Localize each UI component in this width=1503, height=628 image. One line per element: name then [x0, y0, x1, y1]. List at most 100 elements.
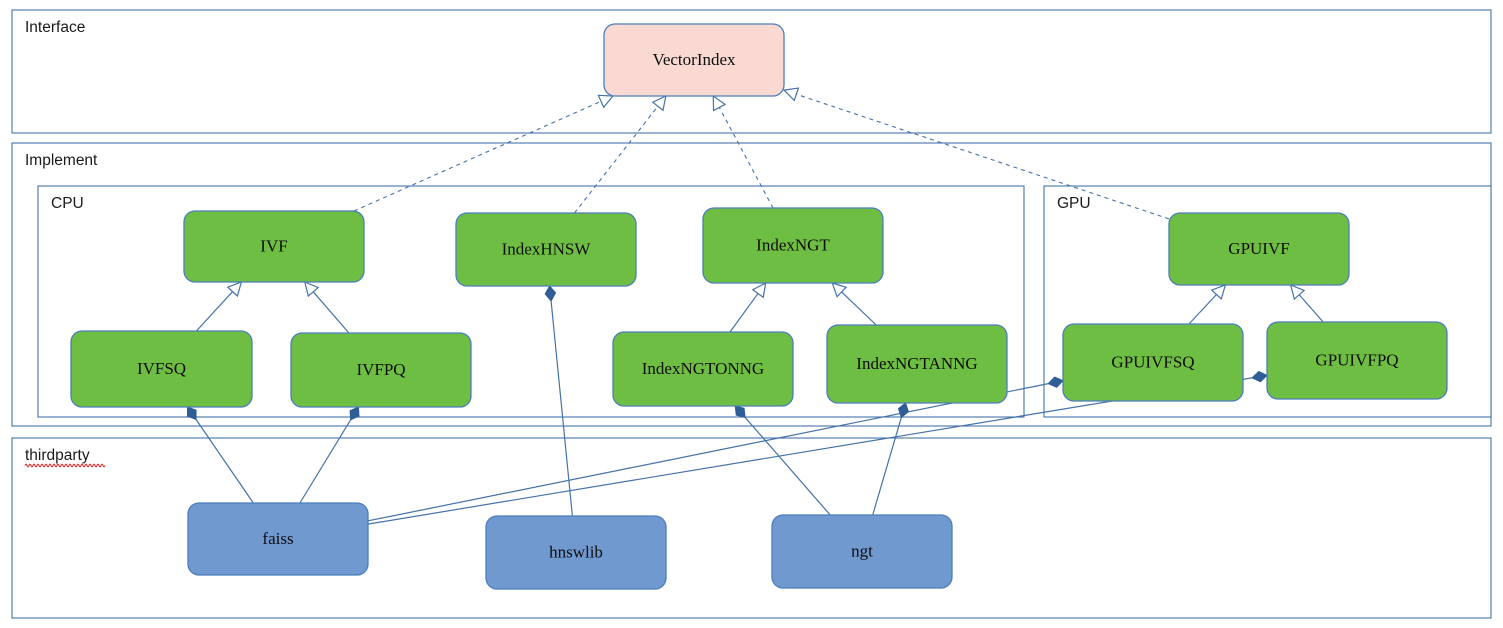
container-label-cpu: CPU — [51, 195, 84, 212]
node-box-ngt[interactable] — [771, 514, 953, 589]
edge-faiss-to-gpuivfsq — [367, 376, 1064, 522]
hollow-triangle-arrowhead-icon — [303, 280, 320, 298]
node-label-hnswlib: hnswlib — [549, 542, 603, 561]
edge-ivfsq-to-ivf — [195, 281, 243, 332]
edge-line-inheritance — [1298, 293, 1324, 323]
solid-diamond-arrowhead-icon — [1251, 370, 1268, 383]
node-indexngt[interactable]: IndexNGT — [702, 207, 884, 284]
node-label-gpuivfpq: GPUIVFPQ — [1315, 350, 1398, 369]
node-ivfsq[interactable]: IVFSQ — [70, 330, 253, 408]
edge-line-realization — [718, 106, 774, 209]
solid-diamond-arrowhead-icon — [349, 406, 360, 421]
edge-faiss-to-ivfsq — [186, 406, 254, 504]
hollow-triangle-arrowhead-icon — [597, 94, 615, 109]
node-box-gpuivf[interactable] — [1168, 212, 1350, 286]
node-label-faiss: faiss — [262, 529, 293, 548]
edge-gpuivfpq-to-gpuivf — [1289, 283, 1324, 323]
node-indexhnsw[interactable]: IndexHNSW — [455, 212, 637, 287]
edge-line-inheritance — [729, 292, 760, 333]
node-box-gpuivfsq[interactable] — [1062, 323, 1244, 402]
edge-gpuivfsq-to-gpuivf — [1188, 284, 1227, 325]
node-gpuivf[interactable]: GPUIVF — [1168, 212, 1350, 286]
solid-diamond-arrowhead-icon — [544, 285, 557, 302]
node-label-indexhnsw: IndexHNSW — [502, 239, 592, 258]
hollow-triangle-arrowhead-icon — [831, 282, 848, 298]
container-label-implement: Implement — [25, 152, 98, 169]
node-box-faiss[interactable] — [187, 502, 369, 576]
node-label-indexngtanng: IndexNGTANNG — [856, 354, 977, 373]
node-label-ngt: ngt — [851, 541, 873, 560]
solid-diamond-arrowhead-icon — [897, 402, 910, 419]
hollow-triangle-arrowhead-icon — [651, 94, 667, 112]
node-gpuivfsq[interactable]: GPUIVFSQ — [1062, 323, 1244, 402]
solid-diamond-arrowhead-icon — [186, 406, 197, 421]
edge-line-realization — [795, 93, 1170, 220]
hollow-triangle-arrowhead-icon — [782, 87, 800, 102]
node-label-indexngt: IndexNGT — [756, 235, 830, 254]
node-box-ivfpq[interactable] — [290, 332, 472, 408]
hollow-triangle-arrowhead-icon — [1289, 283, 1306, 301]
edge-line-realization — [574, 105, 659, 214]
node-box-indexngtonng[interactable] — [612, 331, 794, 407]
node-label-ivf: IVF — [260, 236, 287, 255]
edge-faiss-to-ivfpq — [299, 406, 360, 504]
node-gpuivfpq[interactable]: GPUIVFPQ — [1266, 321, 1448, 400]
node-hnswlib[interactable]: hnswlib — [485, 515, 667, 590]
node-indexngtanng[interactable]: IndexNGTANNG — [826, 324, 1008, 404]
node-box-indexngtanng[interactable] — [826, 324, 1008, 404]
edge-gpuivf-to-vectorindex — [782, 87, 1170, 220]
container-label-thirdparty: thirdparty — [25, 447, 90, 464]
edge-line-composition — [550, 298, 573, 517]
edge-line-inheritance — [195, 290, 234, 332]
node-label-gpuivf: GPUIVF — [1228, 239, 1289, 258]
annotations-layer — [24, 463, 106, 468]
node-ivfpq[interactable]: IVFPQ — [290, 332, 472, 408]
edge-ngt-to-indexngtanng — [872, 402, 910, 516]
edge-line-composition — [367, 382, 1051, 522]
container-label-interface: Interface — [25, 19, 85, 36]
edge-ivf-to-vectorindex — [353, 94, 615, 212]
edge-line-composition — [194, 417, 254, 504]
edge-hnswlib-to-indexhnsw — [544, 285, 573, 517]
node-box-ivfsq[interactable] — [70, 330, 253, 408]
edge-ngt-to-indexngtonng — [734, 405, 831, 516]
node-label-ivfpq: IVFPQ — [356, 360, 405, 379]
node-box-ivf[interactable] — [183, 210, 365, 283]
node-label-gpuivfsq: GPUIVFSQ — [1111, 352, 1194, 371]
node-box-indexngt[interactable] — [702, 207, 884, 284]
node-faiss[interactable]: faiss — [187, 502, 369, 576]
edge-line-inheritance — [312, 290, 350, 334]
node-vectorindex[interactable]: VectorIndex — [603, 23, 785, 97]
edge-indexngtanng-to-indexngt — [831, 282, 877, 326]
hollow-triangle-arrowhead-icon — [751, 281, 767, 299]
node-box-vectorindex[interactable] — [603, 23, 785, 97]
node-ivf[interactable]: IVF — [183, 210, 365, 283]
edges-layer — [186, 87, 1324, 525]
node-indexngtonng[interactable]: IndexNGTONNG — [612, 331, 794, 407]
edge-faiss-to-gpuivfpq — [367, 370, 1268, 525]
edge-ivfpq-to-ivf — [303, 280, 350, 334]
edge-line-composition — [743, 415, 831, 516]
edge-line-realization — [353, 100, 603, 212]
node-label-vectorindex: VectorIndex — [652, 50, 736, 69]
container-label-gpu: GPU — [1057, 195, 1091, 212]
edge-line-composition — [872, 415, 903, 516]
edge-indexngt-to-vectorindex — [712, 94, 774, 209]
hollow-triangle-arrowhead-icon — [226, 281, 243, 298]
node-label-ivfsq: IVFSQ — [137, 359, 186, 378]
hollow-triangle-arrowhead-icon — [712, 94, 727, 112]
solid-diamond-arrowhead-icon — [1047, 376, 1064, 388]
edge-line-composition — [367, 376, 1255, 525]
edge-line-inheritance — [1188, 293, 1218, 325]
node-box-gpuivfpq[interactable] — [1266, 321, 1448, 400]
node-ngt[interactable]: ngt — [771, 514, 953, 589]
hollow-triangle-arrowhead-icon — [1210, 284, 1227, 301]
spellcheck-underline-icon — [24, 463, 106, 468]
edge-indexhnsw-to-vectorindex — [574, 94, 667, 214]
edge-line-inheritance — [840, 290, 877, 326]
node-box-indexhnsw[interactable] — [455, 212, 637, 287]
node-box-hnswlib[interactable] — [485, 515, 667, 590]
